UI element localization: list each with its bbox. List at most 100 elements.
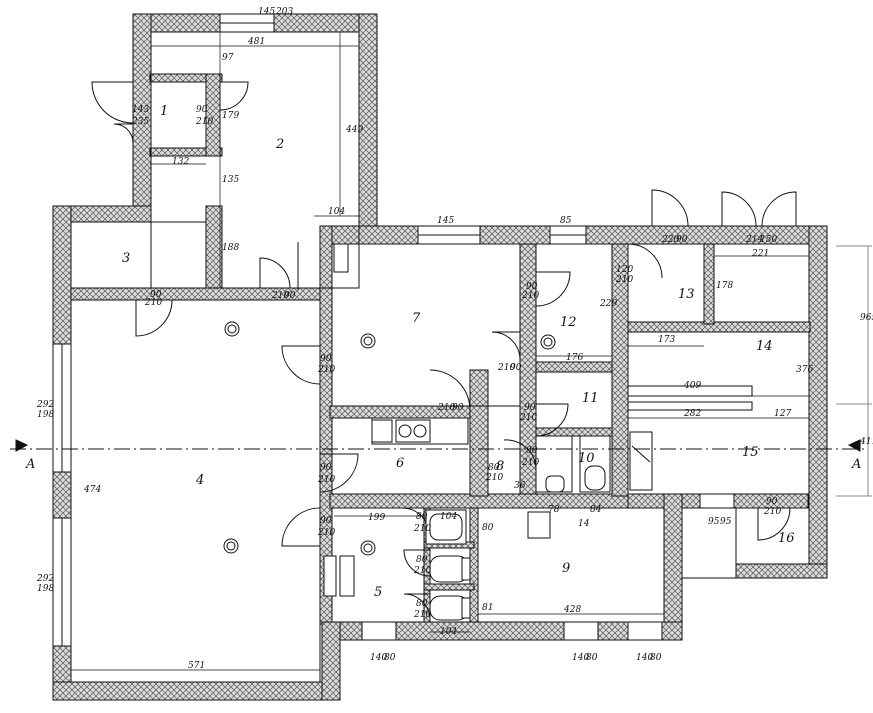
- window: [627, 621, 663, 641]
- door-swing: [281, 507, 321, 547]
- dimension-label: 145: [258, 7, 275, 17]
- section-arrow-icon: [15, 439, 29, 452]
- room-outline: [70, 221, 207, 289]
- dimension-label: 210: [763, 507, 781, 517]
- drain-icon: [360, 540, 376, 556]
- door-swing: [627, 243, 663, 279]
- door-swing: [761, 191, 797, 227]
- dimension-label: 95: [720, 517, 732, 527]
- dimension-label: 80: [586, 653, 598, 663]
- window: [699, 493, 735, 509]
- boiler-icon: [527, 511, 551, 539]
- dimension-label: 210: [271, 291, 289, 301]
- dimension-label: 90: [150, 290, 162, 300]
- dimension-label: 210: [437, 403, 455, 413]
- dimension-label: 36: [514, 481, 526, 491]
- dimension-label: 173: [658, 335, 675, 345]
- dimension-label: 210: [317, 528, 335, 538]
- dimension-label: 409: [683, 381, 701, 391]
- dimension-label: 571: [188, 661, 205, 671]
- dimension-label: 150: [760, 235, 777, 245]
- dimension-label: 90: [196, 105, 208, 115]
- dimension-label: 90: [284, 291, 296, 301]
- dimension-label: 210: [317, 365, 335, 375]
- door-swing: [403, 593, 431, 621]
- wall: [681, 507, 737, 579]
- stove-icon: [371, 419, 393, 443]
- dimension-label: 188: [222, 243, 239, 253]
- room-outline: [713, 243, 810, 323]
- room-outline: [627, 401, 753, 411]
- drain-icon: [360, 333, 376, 349]
- section-label: A: [25, 457, 35, 472]
- door-swing: [281, 345, 321, 385]
- room-number-16: 16: [778, 531, 795, 546]
- wall: [808, 225, 828, 579]
- room-number-8: 8: [496, 459, 504, 474]
- dimension-label: 198: [37, 410, 54, 420]
- wall: [469, 369, 489, 497]
- dimension-label: 481: [247, 37, 265, 47]
- dimension-label: 220: [661, 235, 679, 245]
- dimension-label: 135: [222, 175, 239, 185]
- dimension-label: 140: [370, 653, 387, 663]
- dimension-label: 210: [144, 298, 162, 308]
- dimension-label: 81: [482, 603, 493, 613]
- dimension-label: 376: [796, 365, 813, 375]
- room-number-1: 1: [160, 104, 168, 119]
- dimension-label: 80: [384, 653, 396, 663]
- door-swing: [135, 299, 173, 337]
- dimension-label: 210: [615, 275, 633, 285]
- windows: [52, 13, 735, 647]
- dimension-label: 199: [368, 513, 385, 523]
- shower-icon: [535, 435, 573, 493]
- dimension-label: 210: [485, 473, 503, 483]
- dimension-label: 127: [774, 409, 791, 419]
- dimension-lines: [71, 32, 809, 671]
- room-number-2: 2: [275, 137, 284, 152]
- dimension-label: 292: [36, 400, 54, 410]
- dimension-label: 90: [524, 403, 536, 413]
- wall: [703, 243, 715, 325]
- section-label: A: [851, 457, 861, 472]
- dimension-label: 210: [195, 117, 213, 127]
- dimension-label: 90: [452, 403, 464, 413]
- dimension-label: 140: [572, 653, 589, 663]
- stove-icon: [333, 243, 349, 273]
- door-swing: [721, 191, 757, 227]
- room-number-7: 7: [412, 311, 421, 326]
- room-outline: [331, 243, 521, 407]
- drain-icon: [223, 538, 239, 554]
- dimension-label: 229: [599, 299, 617, 309]
- dimension-label: 214: [745, 235, 763, 245]
- dimension-label: 210: [521, 458, 539, 468]
- wall: [321, 621, 341, 701]
- toilet-icon: [429, 555, 471, 583]
- section-arrow-icon: [847, 439, 861, 452]
- room-number-13: 13: [678, 287, 695, 302]
- door-swing: [91, 81, 134, 124]
- doors: [91, 81, 797, 621]
- dimension-label: 80: [488, 463, 500, 473]
- wall: [423, 583, 475, 591]
- dimension-labels: 481 97 203 145 143 235 90 210 179 132 13…: [36, 7, 873, 671]
- dimension-label: 210: [317, 475, 335, 485]
- dimension-label: 221: [751, 249, 769, 259]
- wall: [627, 321, 811, 333]
- door-swing: [259, 257, 291, 289]
- room-number-10: 10: [578, 451, 595, 466]
- door-swing: [535, 403, 569, 437]
- dimension-label: 120: [616, 265, 633, 275]
- dimension-label: 210: [413, 524, 431, 534]
- dimension-label: 140: [636, 653, 653, 663]
- door-swing: [651, 189, 689, 227]
- dimension-label: 449: [345, 125, 363, 135]
- room-number-14: 14: [756, 339, 773, 354]
- dimension-label: 90: [766, 497, 778, 507]
- toilet-icon: [579, 435, 611, 493]
- dimension-label: 84: [590, 505, 602, 515]
- dimension-label: 104: [328, 207, 345, 217]
- room-number-3: 3: [122, 251, 130, 266]
- door-swing: [403, 549, 431, 577]
